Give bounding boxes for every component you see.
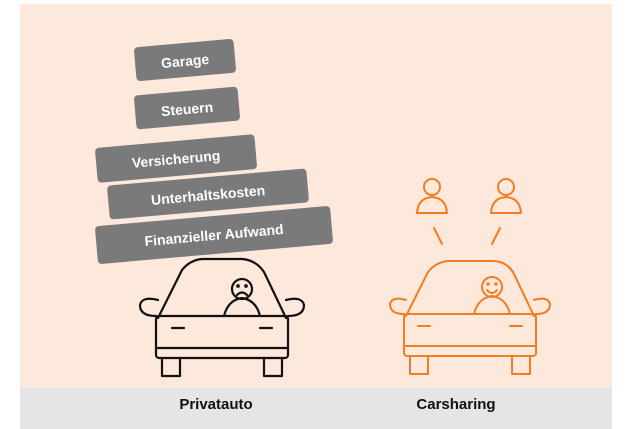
- driver-eye: [494, 282, 498, 286]
- car-left-wheel: [160, 356, 182, 378]
- user-icon: [490, 178, 522, 214]
- burden-versicherung: Versicherung: [95, 134, 257, 183]
- driver-head: [481, 276, 503, 298]
- shared-users-icon: [416, 178, 522, 245]
- driver-eye: [236, 284, 240, 288]
- burden-label: Steuern: [160, 99, 213, 119]
- sad-mouth: [235, 291, 249, 297]
- burden-steuern: Steuern: [134, 86, 240, 130]
- car-left-mirror: [389, 297, 407, 315]
- car-left-wheel: [409, 355, 429, 375]
- burden-unterhaltskosten: Unterhaltskosten: [107, 168, 309, 220]
- carsharing-car-icon: [389, 260, 551, 375]
- burden-box: [134, 86, 240, 130]
- caption-bar: [20, 388, 612, 429]
- burden-garage: Garage: [134, 39, 236, 81]
- burden-box: [107, 168, 309, 220]
- burden-box: [134, 39, 236, 81]
- car-right-mirror: [284, 297, 306, 318]
- user-link-line: [433, 227, 443, 245]
- car-body: [403, 313, 537, 357]
- car-right-wheel: [511, 355, 531, 375]
- car-right-mirror: [533, 297, 551, 315]
- car-roof: [405, 260, 535, 317]
- car-body: [154, 314, 290, 360]
- caption-carsharing: Carsharing: [416, 396, 496, 413]
- car-left-mirror: [138, 297, 160, 318]
- driver-eye: [486, 282, 490, 286]
- burden-finanzieller-aufwand: Finanzieller Aufwand: [95, 206, 333, 264]
- driver-body: [473, 295, 511, 315]
- burden-label: Versicherung: [131, 147, 221, 171]
- burden-box: [95, 206, 333, 264]
- burden-stack: Garage Steuern Versicherung Unterhaltsko…: [95, 39, 333, 264]
- driver-head: [230, 277, 254, 301]
- driver-eye: [244, 284, 248, 288]
- car-right-wheel: [262, 356, 284, 378]
- happy-mouth: [486, 289, 498, 294]
- user-link-line: [491, 227, 501, 245]
- private-car-icon: [138, 257, 306, 378]
- burden-label: Garage: [160, 51, 210, 71]
- burden-box: [95, 134, 257, 183]
- user-icon: [416, 178, 448, 214]
- driver-body: [222, 296, 262, 318]
- caption-private-car: Privatauto: [179, 396, 253, 413]
- car-roof: [156, 257, 288, 320]
